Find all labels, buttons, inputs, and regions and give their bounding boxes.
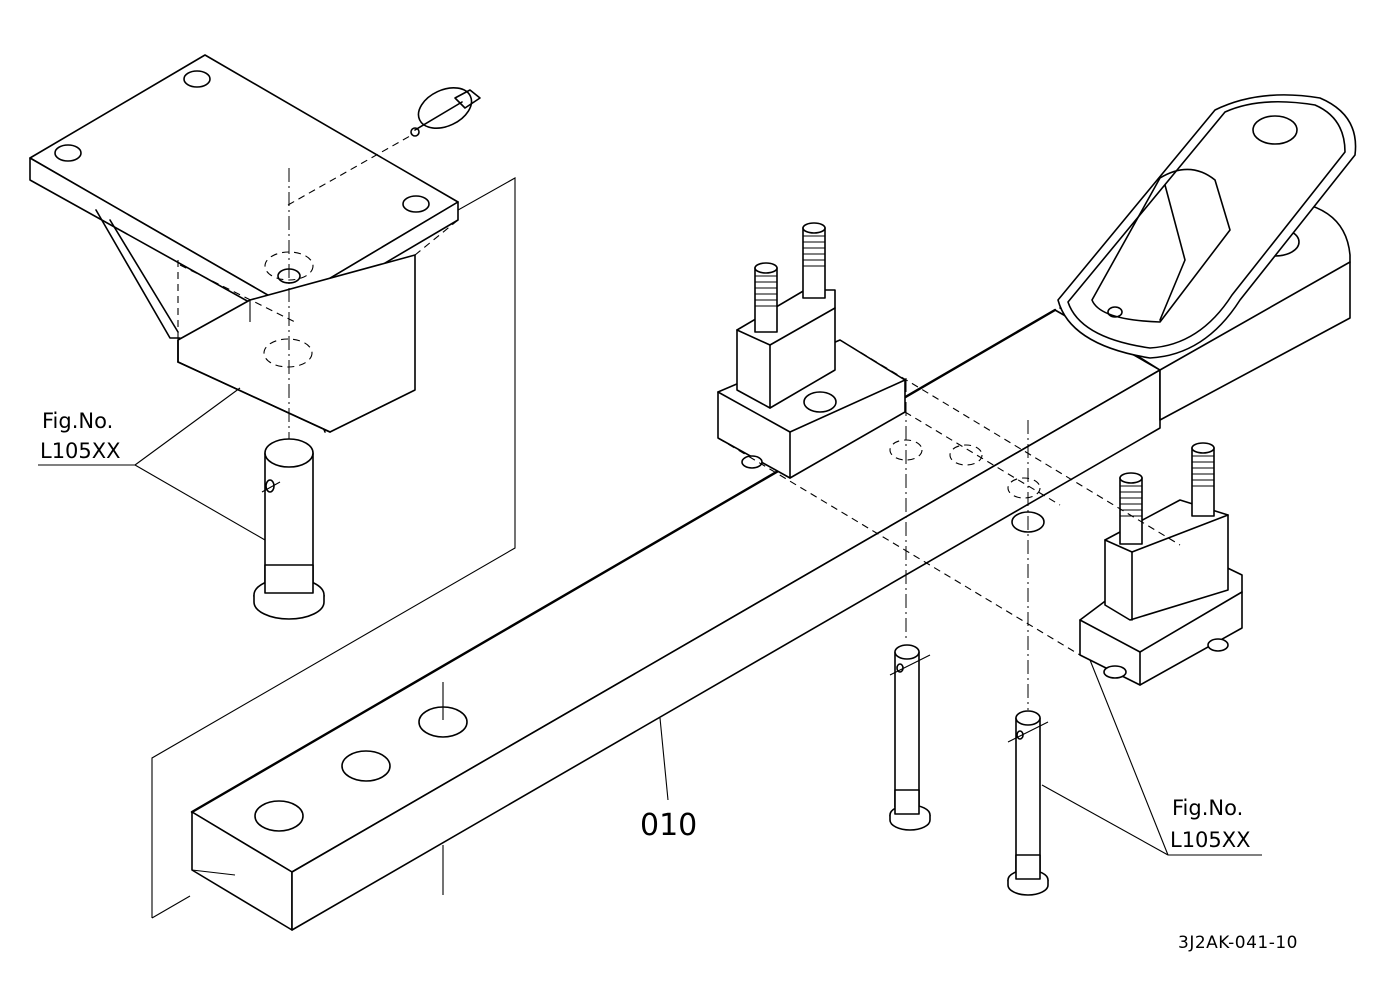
clamp-block-lower bbox=[1079, 442, 1243, 686]
callout-left-fig-code: L105XX bbox=[40, 439, 121, 463]
part-number-label: 010 bbox=[640, 808, 697, 843]
clevis-pin-right bbox=[1007, 710, 1049, 896]
callout-right-fig-code: L105XX bbox=[1170, 828, 1251, 852]
mounting-bracket bbox=[29, 54, 459, 433]
callout-left-fig-label: Fig.No. bbox=[42, 409, 113, 433]
callout-right-fig-label: Fig.No. bbox=[1172, 796, 1243, 820]
clamp-block-upper bbox=[717, 222, 906, 479]
linch-pin bbox=[287, 87, 481, 206]
clevis-pin-center bbox=[889, 644, 931, 831]
clevis-pin-left bbox=[253, 438, 325, 620]
part-number-leader bbox=[659, 717, 669, 801]
section-plane bbox=[151, 177, 516, 919]
callout-right-leaders bbox=[1041, 659, 1262, 856]
drawing-code: 3J2AK-041-10 bbox=[1178, 933, 1298, 953]
drawbar bbox=[190, 308, 1161, 931]
callout-left-leaders bbox=[38, 387, 266, 541]
hitch-plate bbox=[1057, 94, 1357, 421]
